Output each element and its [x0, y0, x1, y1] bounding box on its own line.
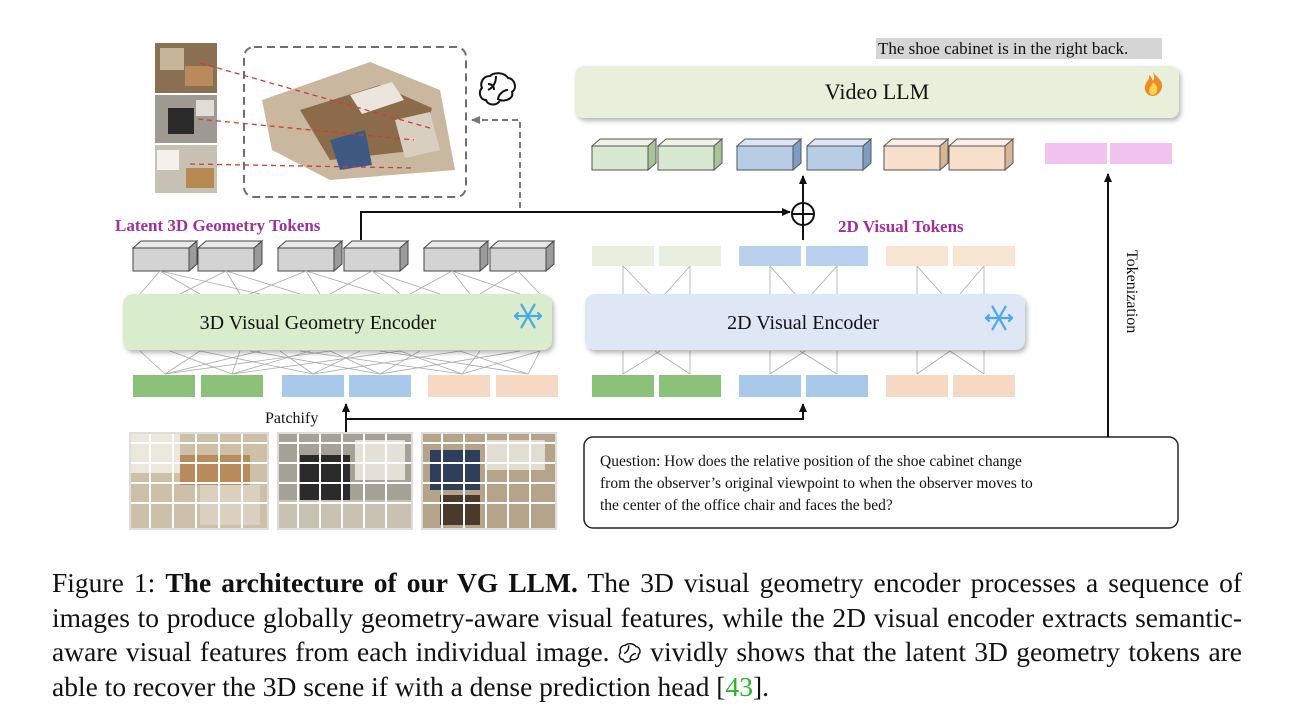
caption-text-2: vividly shows that the latent 3D geometr… — [52, 636, 1243, 702]
token-peach — [882, 137, 1015, 172]
visual-encoder-box — [585, 294, 1025, 350]
token-pink — [1045, 143, 1172, 164]
dashed-reconstruction-arrow — [471, 116, 521, 208]
token-green — [590, 137, 724, 172]
latent-geometry-tokens — [131, 239, 556, 273]
patchify-label: Patchify — [265, 410, 318, 427]
input-image-3 — [421, 432, 557, 530]
caption-title: The architecture of our VG LLM. — [165, 567, 578, 598]
caption-figure-label: Figure 1: — [52, 567, 156, 598]
figure-caption: Figure 1: The architecture of our VG LLM… — [52, 566, 1242, 704]
snowflake-icon — [513, 303, 543, 329]
tokenization-label: Tokenization — [1123, 250, 1140, 333]
geometry-to-fusion-arrow — [360, 208, 791, 240]
question-text: Question: How does the relative position… — [600, 453, 1037, 514]
llm-input-tokens — [590, 137, 1172, 172]
brain-icon — [618, 643, 641, 663]
caption-text-end: ]. — [752, 670, 770, 702]
patch-tokens — [133, 375, 1015, 397]
geometry-encoder-label: 3D Visual Geometry Encoder — [200, 312, 437, 334]
visual-tokens-label: 2D Visual Tokens — [838, 217, 964, 236]
fire-icon — [1144, 72, 1163, 96]
snowflake-icon — [984, 305, 1014, 331]
input-image-2 — [277, 432, 413, 530]
visual-encoder-label: 2D Visual Encoder — [727, 312, 879, 334]
architecture-diagram: The shoe cabinet is in the right back. V… — [115, 38, 1179, 530]
question-line-1: Question: How does the relative position… — [600, 453, 1022, 470]
caption-text-1: The 3D visual geometry encoder processes… — [52, 567, 1243, 667]
question-box — [583, 436, 1179, 529]
patchify-arrow-right — [346, 403, 807, 420]
input-thumbnails — [155, 43, 217, 193]
question-line-2: from the observer’s original viewpoint t… — [600, 475, 1033, 492]
geometry-encoder-box — [123, 294, 552, 350]
reconstruction-scene — [262, 62, 455, 180]
correspondence-lines — [189, 62, 431, 169]
input-image-1 — [129, 432, 269, 530]
video-llm-label: Video LLM — [825, 79, 929, 104]
encoder-connections — [139, 265, 985, 375]
question-line-3: the center of the office chair and faces… — [600, 497, 893, 514]
answer-text: The shoe cabinet is in the right back. — [878, 39, 1128, 58]
oplus-icon — [791, 202, 815, 226]
citation-link[interactable]: 43 — [725, 670, 753, 702]
token-blue — [735, 137, 873, 172]
visual-tokens-row — [592, 246, 1015, 266]
video-llm-box — [575, 66, 1179, 118]
latent-tokens-label: Latent 3D Geometry Tokens — [115, 216, 321, 235]
brain-icon — [478, 72, 516, 106]
answer-highlight — [876, 38, 1162, 59]
